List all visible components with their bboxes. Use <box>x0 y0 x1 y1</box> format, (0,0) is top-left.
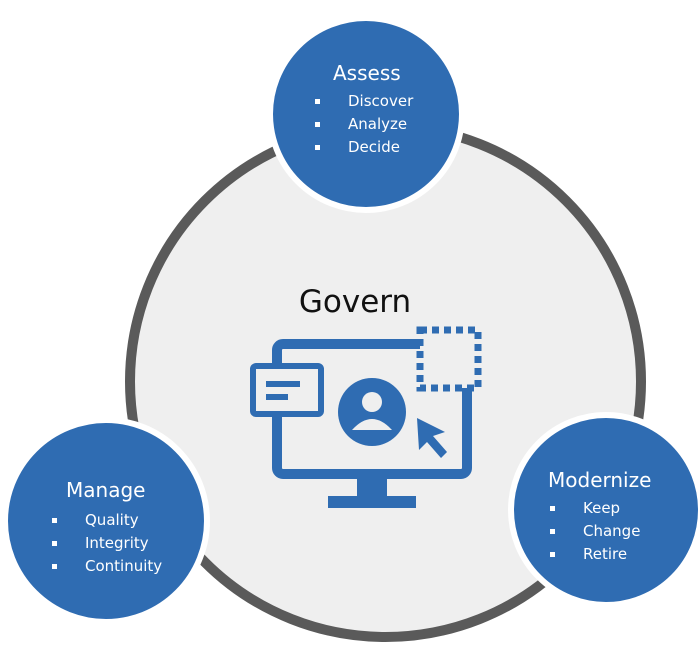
assess-node: Assess Discover Analyze Decide <box>267 15 465 213</box>
user-body <box>352 419 392 430</box>
modernize-title: Modernize <box>548 468 652 492</box>
selection-dotted-square <box>416 326 482 392</box>
cursor-arrow-icon <box>417 418 447 458</box>
bullet-icon <box>315 99 320 104</box>
list-item: Keep <box>546 497 640 520</box>
list-item: Continuity <box>48 555 162 578</box>
user-head <box>362 392 382 412</box>
bullet-icon <box>315 122 320 127</box>
manage-list: Quality Integrity Continuity <box>48 509 162 578</box>
computer-monitor-user-icon <box>250 326 482 508</box>
bullet-icon <box>315 145 320 150</box>
center-title: Govern <box>298 284 412 320</box>
manage-node: Manage Quality Integrity Continuity <box>2 417 210 625</box>
modernize-node: Modernize Keep Change Retire <box>508 412 698 608</box>
bullet-icon <box>550 529 555 534</box>
assess-title: Assess <box>333 61 401 85</box>
bullet-icon <box>550 552 555 557</box>
list-item: Retire <box>546 543 640 566</box>
list-item: Discover <box>311 90 413 113</box>
bullet-icon <box>550 506 555 511</box>
card-line-2 <box>266 394 288 400</box>
list-item: Change <box>546 520 640 543</box>
card-line-1 <box>266 381 300 387</box>
card-window <box>250 363 324 417</box>
bullet-icon <box>52 541 57 546</box>
monitor-base <box>328 496 416 508</box>
manage-title: Manage <box>66 478 146 502</box>
modernize-list: Keep Change Retire <box>546 497 640 566</box>
list-item: Integrity <box>48 532 162 555</box>
bullet-icon <box>52 518 57 523</box>
list-item: Analyze <box>311 113 413 136</box>
bullet-icon <box>52 564 57 569</box>
list-item: Decide <box>311 136 413 159</box>
list-item: Quality <box>48 509 162 532</box>
assess-list: Discover Analyze Decide <box>311 90 413 159</box>
monitor-stand <box>357 474 387 496</box>
